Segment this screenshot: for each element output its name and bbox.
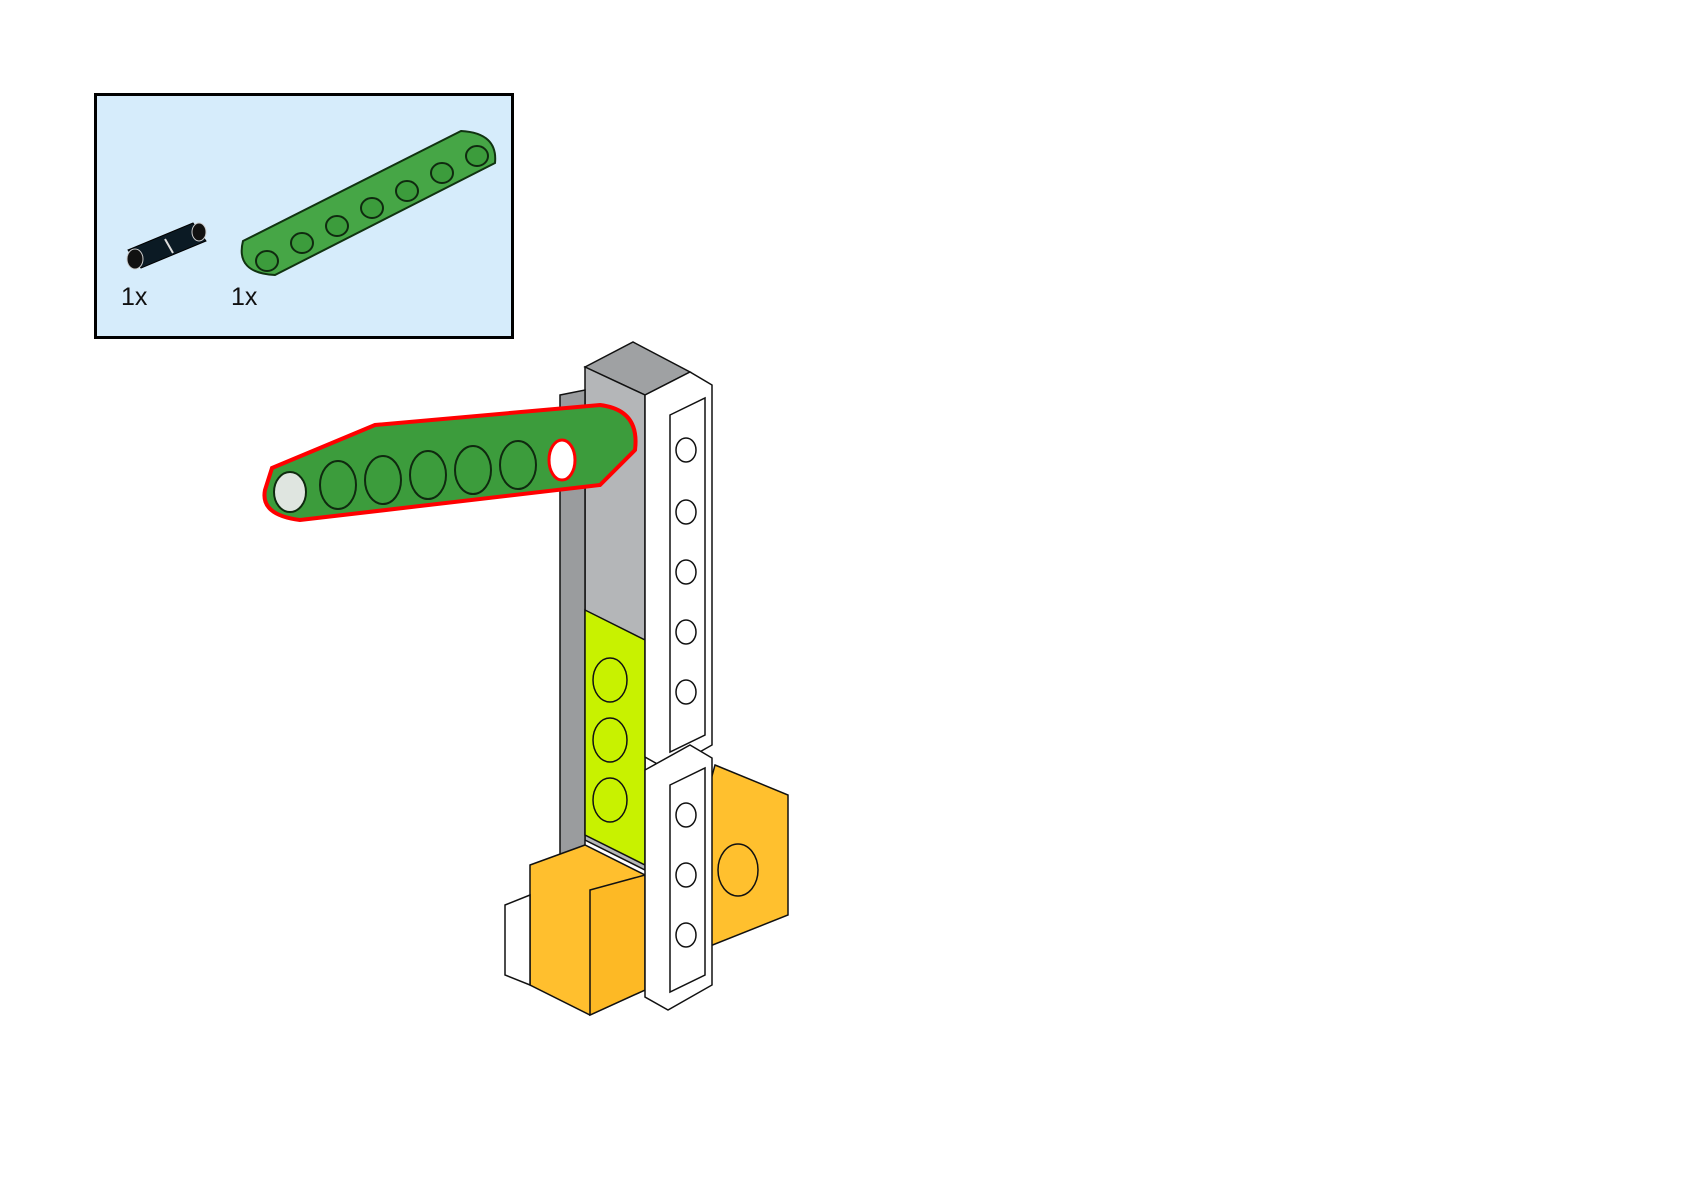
- black-pin-part: [126, 222, 207, 270]
- beam-quantity: 1x: [231, 283, 258, 311]
- pin-icon: [126, 129, 497, 277]
- parts-list-box: 1x 1x: [94, 93, 514, 339]
- new-green-beam: [262, 402, 638, 523]
- green-beam-part: [240, 129, 497, 277]
- pin-quantity: 1x: [121, 283, 148, 311]
